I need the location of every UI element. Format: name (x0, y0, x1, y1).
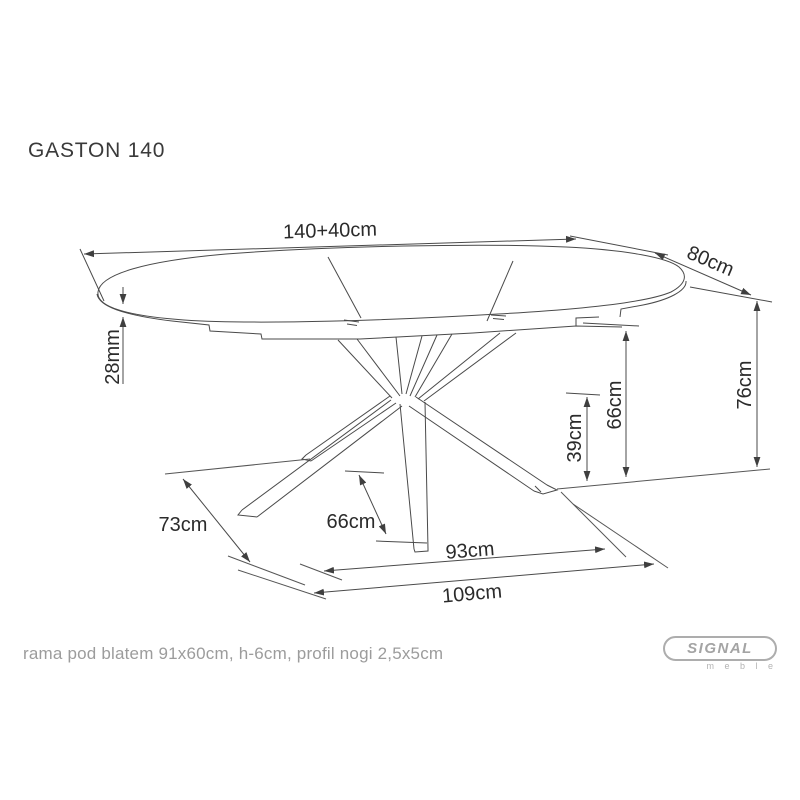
dim-table-height: 76cm (734, 301, 761, 467)
dim-label-top-depth: 80cm (684, 242, 738, 281)
dim-label-foot-length: 66cm (327, 511, 376, 533)
underframe-step-right (575, 316, 600, 326)
ground-ext-left-b (237, 569, 327, 600)
ground-ext-right-b (572, 503, 669, 569)
dimension-line (358, 474, 387, 535)
extension-leaf-seam-left (327, 256, 362, 319)
upper-leg-left (337, 338, 401, 399)
dimension-line (654, 252, 752, 296)
dim-label-top-length: 140+40cm (283, 219, 378, 244)
ground-line-back-left (164, 458, 311, 475)
logo-pill: SIGNAL (663, 636, 777, 661)
ground-line-right (556, 468, 771, 490)
dim-base-total-width: 109cm (313, 561, 655, 608)
tabletop-edge-right (619, 280, 687, 318)
foot-front (399, 401, 429, 553)
brand-logo: SIGNAL m e b l e (663, 636, 781, 671)
dim-label-top-thickness: 28mm (102, 329, 124, 385)
tabletop (96, 244, 687, 326)
logo-brand-text: SIGNAL (687, 640, 753, 657)
dimension-line (313, 561, 655, 596)
dim-label-base-width: 93cm (445, 538, 495, 564)
extension-line (344, 470, 428, 544)
dim-base-depth: 73cm (159, 478, 251, 563)
foot-front-left (237, 399, 403, 518)
underframe-steps (171, 320, 623, 340)
foot-right (408, 396, 559, 495)
upper-leg-back (409, 333, 453, 398)
dim-top-length: 140+40cm (79, 219, 669, 302)
table-base (237, 332, 559, 553)
extension-leaf-seam-right (486, 260, 514, 322)
underframe (171, 316, 623, 340)
ground-ext-right-a (560, 491, 627, 558)
extension-line (582, 322, 640, 327)
table-figure (96, 244, 771, 600)
dim-label-underframe-clearance: 39cm (564, 414, 586, 463)
page-title: GASTON 140 (28, 139, 166, 162)
upper-leg-right (417, 332, 517, 402)
dim-label-base-total-width: 109cm (441, 580, 503, 607)
dim-label-base-depth: 73cm (159, 514, 208, 536)
upper-leg-front (395, 335, 423, 395)
dim-top-thickness: 28mm (102, 287, 127, 385)
dimension-line (182, 478, 251, 563)
dim-base-height: 66cm (582, 322, 640, 477)
dim-top-depth: 80cm (654, 242, 773, 303)
dim-label-base-height: 66cm (604, 381, 626, 430)
footer-note: rama pod blatem 91x60cm, h-6cm, profil n… (23, 644, 444, 663)
dim-underframe-clearance: 39cm (564, 392, 601, 481)
logo-subtitle: m e b l e (706, 661, 777, 671)
extension-line (79, 235, 669, 302)
slide-mechanism-marks (343, 314, 507, 326)
extension-line (565, 392, 601, 396)
dim-base-width: 93cm (323, 538, 606, 574)
tabletop-edge-left (96, 293, 173, 322)
ground-ext-left-c (299, 563, 343, 581)
tabletop-outline (97, 244, 685, 323)
dimension-annotations: 140+40cm 80cm 28mm 76cm 66cm 39cm (79, 219, 773, 608)
dim-foot-length: 66cm (327, 470, 428, 544)
floor-lines (164, 458, 771, 600)
foot-back-left (301, 395, 397, 462)
dimension-line (83, 235, 577, 258)
dim-label-table-height: 76cm (734, 361, 756, 410)
extension-line (689, 286, 773, 303)
